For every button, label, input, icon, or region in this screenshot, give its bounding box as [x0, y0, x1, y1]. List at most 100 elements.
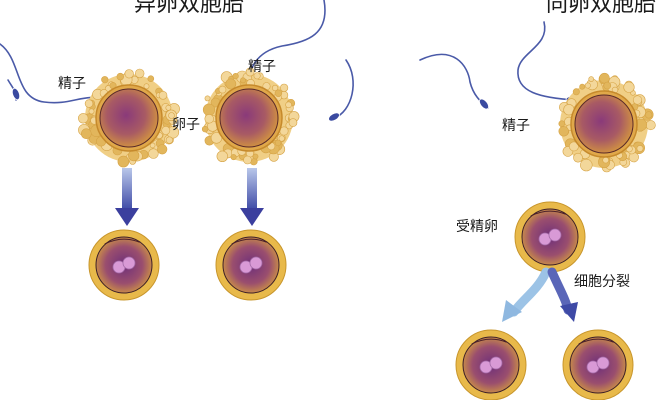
sperm-head	[11, 87, 21, 101]
label-egg: 卵子	[172, 117, 200, 133]
follicle-cell	[201, 125, 209, 133]
label-sperm-middle: 精子	[248, 59, 276, 75]
follicle-cell	[161, 125, 171, 135]
follicle-cell	[128, 150, 140, 162]
arrow-head	[115, 208, 139, 226]
follicle-cell	[623, 81, 635, 93]
arrow-shaft	[247, 168, 257, 210]
follicle-cell	[603, 81, 612, 90]
follicle-cell	[124, 69, 134, 79]
follicle-cell	[285, 101, 292, 109]
egg-cytoplasm	[99, 88, 159, 148]
arrow-head-right	[560, 302, 578, 322]
follicle-cell	[272, 84, 279, 92]
sperm-tail	[333, 59, 354, 119]
embryo-identical-left	[455, 329, 527, 401]
polar-body	[104, 238, 140, 245]
follicle-cell	[573, 152, 583, 163]
zygote-identical	[514, 201, 586, 273]
polar-body	[578, 338, 614, 345]
follicle-cell	[569, 141, 579, 152]
sperm-tail	[419, 53, 489, 109]
polar-body	[231, 238, 267, 245]
sperm-left-b	[7, 79, 21, 101]
embryo-identical-right	[562, 329, 634, 401]
pronucleus	[548, 228, 562, 242]
follicle-cell	[225, 78, 237, 90]
follicle-cell	[645, 120, 656, 131]
embryo-left	[88, 229, 160, 301]
polar-body	[471, 338, 507, 345]
follicle-cell	[584, 82, 591, 89]
egg-cytoplasm	[574, 94, 634, 154]
egg-cytoplasm	[219, 88, 279, 148]
pronucleus	[249, 256, 263, 270]
sperm-head	[328, 112, 340, 122]
follicle-cell	[588, 76, 595, 82]
label-zygote: 受精卵	[456, 219, 498, 235]
arrow-head-left	[502, 300, 522, 322]
follicle-cell	[240, 77, 246, 84]
follicle-cell	[636, 145, 644, 152]
label-cell-division: 细胞分裂	[574, 274, 630, 290]
follicle-cell	[168, 112, 175, 119]
follicle-cell	[84, 99, 94, 108]
follicle-cell	[602, 156, 610, 164]
follicle-cell	[558, 126, 569, 137]
arrow-cell-division	[502, 267, 578, 322]
follicle-cell	[274, 139, 282, 147]
follicle-cell	[218, 85, 227, 94]
label-sperm-right: 精子	[502, 118, 530, 134]
follicle-cell	[117, 155, 130, 168]
follicle-cell	[245, 67, 255, 77]
follicle-cell	[148, 148, 159, 159]
sperm-middle-b	[328, 59, 354, 122]
follicle-cell	[252, 153, 259, 160]
follicle-cell	[599, 72, 610, 84]
sperm-right-b	[517, 21, 579, 104]
follicle-cell	[280, 83, 289, 92]
follicle-cell	[288, 118, 298, 127]
pronucleus	[489, 356, 503, 370]
follicle-cell	[116, 72, 125, 81]
arrow-branch-left	[509, 267, 551, 317]
follicle-cell	[558, 120, 566, 127]
pronucleus	[596, 356, 610, 370]
follicle-cell	[157, 144, 168, 155]
follicle-cell	[253, 72, 261, 80]
sperm-right-a	[419, 53, 490, 110]
follicle-cell	[232, 72, 239, 80]
follicle-cell	[274, 89, 283, 97]
egg-middle	[201, 67, 300, 166]
follicle-cell	[158, 91, 168, 100]
cell-group	[77, 67, 656, 401]
arrow-branch-right	[547, 267, 573, 315]
follicle-cell	[278, 135, 285, 142]
follicle-cell	[147, 75, 155, 82]
egg-left	[77, 68, 180, 168]
follicle-cell	[101, 76, 109, 84]
arrow-down-left	[115, 168, 139, 226]
follicle-cell	[243, 155, 252, 165]
follicle-cell	[204, 114, 214, 124]
follicle-cell	[149, 142, 156, 149]
arrow-head	[240, 208, 264, 226]
follicle-cell	[579, 83, 586, 90]
egg-right	[558, 72, 656, 173]
follicle-cell	[143, 83, 150, 90]
polar-body	[530, 210, 566, 217]
sperm-head	[478, 98, 490, 110]
title-fraternal-twins: 异卵双胞胎	[134, 0, 245, 17]
label-sperm-left: 精子	[58, 76, 86, 92]
follicle-cell	[580, 158, 593, 172]
follicle-cell	[165, 136, 173, 144]
follicle-cell	[135, 68, 145, 79]
follicle-cell	[165, 104, 172, 111]
arrow-group	[115, 168, 578, 322]
follicle-cell	[230, 154, 237, 161]
arrow-down-middle	[240, 168, 264, 226]
follicle-cell	[645, 111, 653, 119]
follicle-cell	[81, 128, 92, 139]
follicle-cell	[88, 108, 95, 115]
